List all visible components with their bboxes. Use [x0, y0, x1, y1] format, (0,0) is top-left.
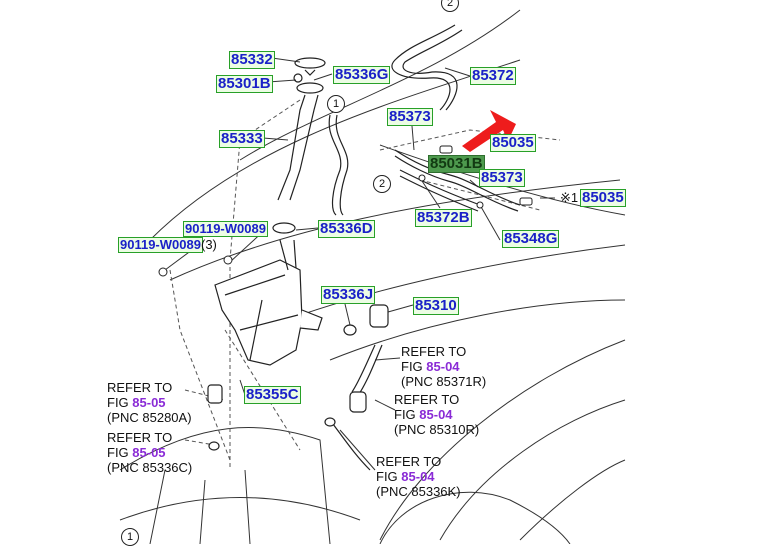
fig-link-85-05[interactable]: 85-05	[132, 395, 166, 410]
wheel-arch	[379, 491, 571, 544]
pump-lower	[349, 391, 367, 413]
body-line-5	[439, 399, 626, 541]
body-line-6	[519, 459, 626, 541]
washer-tank	[214, 259, 303, 366]
part-label-85336g[interactable]: 85336G	[333, 66, 391, 84]
part-label-85336d[interactable]: 85336D	[318, 220, 375, 238]
nozzle-85035-right	[519, 197, 533, 206]
part-label-85355c[interactable]: 85355C	[244, 386, 301, 404]
part-label-85332[interactable]: 85332	[229, 51, 275, 69]
callout-2-mid: 2	[373, 175, 391, 193]
part-label-85348g[interactable]: 85348G	[502, 230, 560, 248]
hose-85372	[391, 24, 463, 111]
hose-front	[329, 419, 371, 471]
callout-1-bottom: 1	[121, 528, 139, 546]
callout-1-top: 1	[327, 95, 345, 113]
nozzle-85031b-body	[439, 145, 453, 154]
filler-pipe	[277, 94, 319, 201]
reference-85280a: REFER TO FIG 85-05 (PNC 85280A)	[107, 380, 192, 425]
red-arrow	[462, 110, 516, 152]
part-label-85035-right[interactable]: 85035	[580, 189, 626, 207]
reference-85310r: REFER TO FIG 85-04 (PNC 85310R)	[394, 392, 480, 437]
hose-1	[328, 114, 349, 216]
note-mark: ※1	[560, 190, 579, 205]
pump-85310	[369, 304, 389, 328]
fig-link-85-04[interactable]: 85-04	[426, 359, 460, 374]
lower-panel	[119, 427, 331, 544]
fig-link-85-04[interactable]: 85-04	[419, 407, 453, 422]
reference-85336c: REFER TO FIG 85-05 (PNC 85336C)	[107, 430, 193, 475]
hose-lower	[351, 344, 383, 395]
part-label-85035-top[interactable]: 85035	[490, 134, 536, 152]
body-line-1	[169, 179, 621, 281]
fig-link-85-04[interactable]: 85-04	[401, 469, 435, 484]
hose-85372b	[399, 169, 481, 212]
bumper-line	[119, 497, 361, 521]
grille-lines	[149, 469, 251, 544]
part-label-85031b-highlighted[interactable]: 85031B	[428, 155, 485, 173]
filler-cap	[294, 57, 326, 69]
part-label-85373-top[interactable]: 85373	[387, 108, 433, 126]
hood-outline	[149, 59, 521, 241]
body-line-3	[329, 299, 626, 361]
part-label-90119-w0089-b[interactable]: 90119-W0089	[118, 237, 203, 253]
quantity-90119-b: (3)	[201, 237, 217, 252]
reference-85336k: REFER TO FIG 85-04 (PNC 85336K)	[376, 454, 461, 499]
part-label-85333[interactable]: 85333	[219, 130, 265, 148]
part-label-85310[interactable]: 85310	[413, 297, 459, 315]
seal-85336j	[343, 324, 357, 336]
reference-85371r: REFER TO FIG 85-04 (PNC 85371R)	[401, 344, 487, 389]
part-label-85372b[interactable]: 85372B	[415, 209, 472, 227]
part-label-85373-right[interactable]: 85373	[479, 169, 525, 187]
part-label-85336j[interactable]: 85336J	[321, 286, 376, 304]
part-label-85372[interactable]: 85372	[470, 67, 516, 85]
fender-outline	[239, 9, 521, 161]
hose-85373	[394, 149, 521, 212]
pump-85280a	[207, 384, 223, 404]
fig-link-85-05[interactable]: 85-05	[132, 445, 166, 460]
part-label-90119-w0089-a[interactable]: 90119-W0089	[183, 221, 268, 237]
grommet-85336d	[272, 222, 296, 234]
clip-85301b	[293, 73, 303, 83]
part-label-85301b[interactable]: 85301B	[216, 75, 273, 93]
body-line-4	[379, 339, 626, 541]
